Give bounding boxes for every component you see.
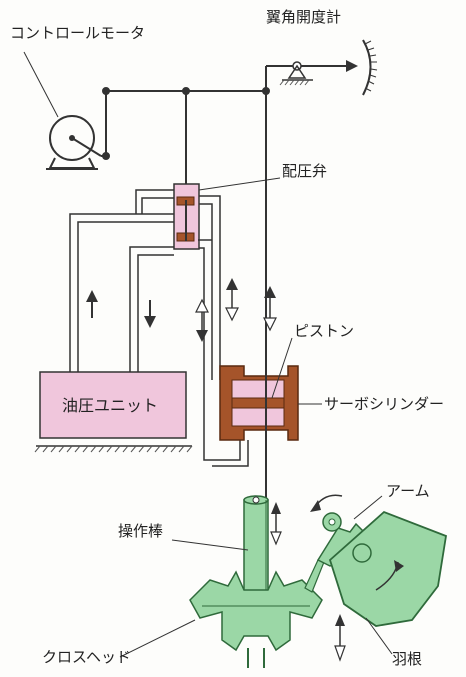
motor-linkage — [101, 66, 270, 200]
hydraulic-unit — [34, 371, 193, 453]
control-motor-label: コントロールモータ — [10, 24, 146, 42]
servo-cylinder-label: サーボシリンダー — [324, 395, 445, 413]
blade-angle-meter — [266, 39, 378, 96]
blade-label: 羽根 — [392, 650, 423, 668]
flow-arrows — [86, 278, 277, 342]
oil-piping — [69, 189, 249, 467]
arm-label: アーム — [386, 482, 430, 500]
operating-rod-label: 操作棒 — [118, 522, 164, 540]
crosshead-label: クロスヘッド — [42, 648, 131, 666]
blade-angle-meter-label: 翼角開度計 — [266, 8, 342, 26]
rod-motion-arrows — [270, 502, 346, 662]
control-motor — [23, 51, 102, 170]
distribution-valve-label: 配圧弁 — [282, 162, 328, 180]
servo-cylinder — [219, 337, 322, 441]
hydraulic-unit-label: 油圧ユニット — [62, 396, 159, 415]
piston-label: ピストン — [294, 322, 355, 340]
distribution-valve — [173, 177, 281, 250]
crosshead-mechanism — [119, 494, 448, 668]
